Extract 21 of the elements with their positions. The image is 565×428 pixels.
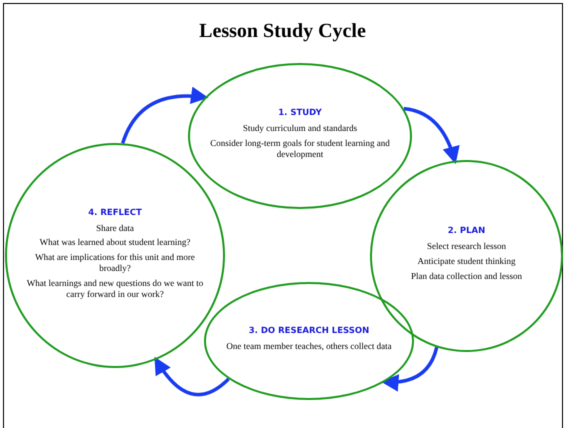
stage-text: Share data — [96, 222, 134, 234]
stage-ellipse — [188, 63, 412, 209]
stage-text: Plan data collection and lesson — [411, 270, 522, 282]
curved-arrow — [121, 87, 208, 144]
stage-heading: 3. DO RESEARCH LESSON — [248, 326, 370, 336]
stage-text: Consider long-term goals for student learning and development — [209, 138, 391, 160]
stage-text: What are implications for this unit and more broadly? — [34, 252, 196, 274]
stage-heading: 1. STUDY — [278, 108, 322, 118]
stage-text: What learnings and new questions do we want to carry forward in our work? — [26, 278, 204, 300]
stage-text: What was learned about student learning? — [40, 237, 190, 248]
title: Lesson Study Cycle — [198, 20, 367, 43]
curved-arrow — [404, 106, 460, 164]
stage-text: Select research lesson — [427, 241, 506, 252]
stage-heading: 4. REFLECT — [88, 208, 142, 218]
curved-arrow — [381, 346, 438, 392]
stage-text: Study curriculum and standards — [242, 123, 358, 134]
stage-text: One team member teaches, others collect data — [226, 341, 392, 352]
stage-heading: 2. PLAN — [448, 226, 486, 236]
stage-ellipse — [204, 282, 414, 400]
curved-arrow — [154, 356, 230, 396]
stage-text: Anticipate student thinking — [418, 256, 516, 267]
